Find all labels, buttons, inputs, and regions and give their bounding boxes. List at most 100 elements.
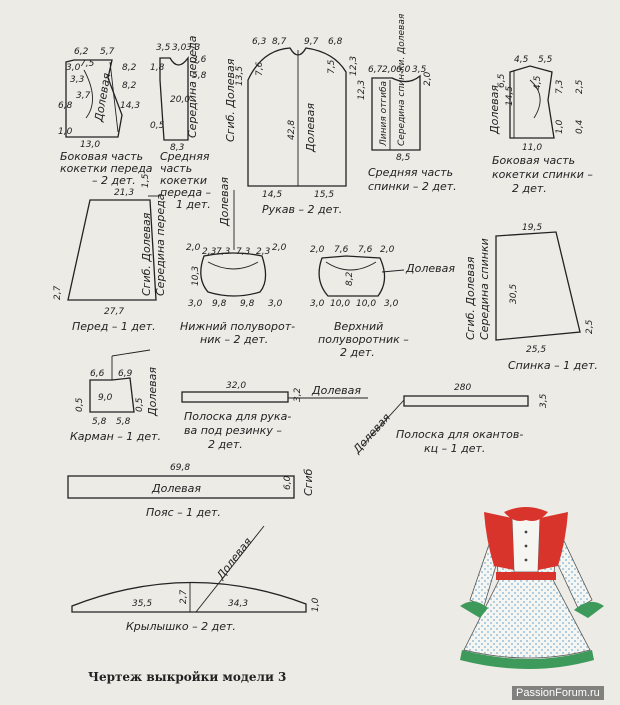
centre-label: Середина спинки xyxy=(478,238,491,340)
piece-label: Спинка – 1 дет. xyxy=(508,359,598,372)
piece-label: Боковая часть xyxy=(492,154,575,167)
grain-line xyxy=(109,61,119,133)
piece-label: Боковая часть xyxy=(60,150,143,163)
dim-label: 9,0 xyxy=(98,393,113,403)
piece-label: – 2 дет. xyxy=(92,174,136,187)
grain-pointer xyxy=(381,269,405,273)
dim-label: 6,8 xyxy=(328,37,343,47)
grain-line xyxy=(111,349,151,357)
dim-label: 13,5 xyxy=(235,66,245,86)
dim-label: 2,0 xyxy=(382,65,397,75)
dim-label: 3,0 xyxy=(268,299,283,309)
dim-label: 3,5 xyxy=(412,65,427,75)
piece-label: 2 дет. xyxy=(208,438,243,451)
grain-label: Долевая xyxy=(92,72,114,124)
dim-label: 7,5 xyxy=(80,59,95,69)
grain-label: Сгиб. Долевая xyxy=(140,212,153,296)
dim-label: 27,7 xyxy=(104,307,124,317)
dim-label: 2,3 xyxy=(202,247,217,257)
dim-label: 6,6 xyxy=(90,369,105,379)
dress-collar xyxy=(504,507,548,521)
dress-illustration xyxy=(460,507,604,669)
dim-label: 4,5 xyxy=(533,75,543,90)
dim-label: 6,9 xyxy=(118,369,133,379)
yoke-front-mid-outline xyxy=(159,55,189,141)
dim-label: 3,7 xyxy=(76,91,91,101)
dim-label: 1,0 xyxy=(555,119,565,134)
dim-label: 7,3 xyxy=(216,247,231,257)
collar-upper-neckline xyxy=(325,261,377,271)
piece-label: Перед – 1 дет. xyxy=(72,320,156,333)
dim-label: 8,2 xyxy=(122,81,137,91)
piece-label: 2 дет. xyxy=(512,182,547,195)
dim-label: 15,5 xyxy=(314,190,334,200)
dim-label: 2,0 xyxy=(272,243,287,253)
dim-label: 5,8 xyxy=(116,417,131,427)
dim-label: 2,0 xyxy=(310,245,325,255)
dim-label: 7,5 xyxy=(327,59,337,74)
piece-label: ник – 2 дет. xyxy=(200,333,268,346)
dim-label: 2,7 xyxy=(179,589,189,604)
dim-label: 5,8 xyxy=(192,71,207,81)
dim-label: 9,8 xyxy=(212,299,227,309)
yoke-back-mid-outline xyxy=(371,74,421,151)
dim-label: 34,3 xyxy=(228,599,248,609)
dim-label: 14,5 xyxy=(505,86,515,106)
dim-label: 3,0 xyxy=(188,299,203,309)
dim-label: 3,0 xyxy=(66,63,81,73)
dim-label: 1,8 xyxy=(150,63,165,73)
dim-label: 30,5 xyxy=(509,284,519,304)
belt-outline xyxy=(67,475,295,499)
fold-label: Сгиб xyxy=(302,468,315,496)
dim-label: 10,0 xyxy=(330,299,350,309)
grain-label: Долевая xyxy=(311,384,361,397)
dim-label: 7,6 xyxy=(358,245,373,255)
dress-left-frill xyxy=(484,512,514,570)
dim-label: 3,0 xyxy=(310,299,325,309)
dim-label: 6,0 xyxy=(396,65,411,75)
dim-label: 1,0 xyxy=(58,127,73,137)
frill-outline xyxy=(71,581,307,613)
dim-label: 280 xyxy=(454,383,471,393)
pocket-outline xyxy=(89,377,135,413)
dim-label: 0,5 xyxy=(150,121,165,131)
piece-label: кокетки xyxy=(160,174,207,187)
dim-label: 6,5 xyxy=(497,73,507,88)
dress-hem-trim xyxy=(460,650,594,669)
grain-label: Середина спин-ки. Долевая xyxy=(397,13,407,146)
dim-label: 3,0 xyxy=(384,299,399,309)
dim-label: 2,0 xyxy=(186,243,201,253)
piece-label: полуворотник – xyxy=(318,333,409,346)
piece-label: переда – xyxy=(160,186,212,199)
grain-line xyxy=(195,525,265,613)
dim-label: 0,5 xyxy=(75,397,85,412)
dim-label: 6,0 xyxy=(283,475,293,490)
belt-piece: 69,8 6,0 Сгиб Долевая Пояс – 1 дет. xyxy=(67,463,315,519)
dim-label: 7,6 xyxy=(334,245,349,255)
dim-label: 14,5 xyxy=(262,190,282,200)
frill-piece: Долевая 35,5 2,7 34,3 1,0 Крылышко – 2 д… xyxy=(71,525,321,633)
grain-label: Долевая xyxy=(146,367,159,417)
piece-label: 2 дет. xyxy=(340,346,375,359)
dim-label: 8,2 xyxy=(122,63,137,73)
dim-label: 19,5 xyxy=(522,223,542,233)
dim-label: 2,0 xyxy=(380,245,395,255)
piece-label: Рукав – 2 дет. xyxy=(262,203,342,216)
dim-label: 42,8 xyxy=(287,120,297,140)
watermark: PassionForum.ru xyxy=(512,686,604,700)
caption: Чертеж выкройки модели 3 xyxy=(88,670,287,684)
front-outline xyxy=(67,199,157,301)
dim-label: 13,0 xyxy=(80,140,100,150)
piece-label: Полоска для окантов- xyxy=(396,428,523,441)
piece-label: часть xyxy=(160,162,192,175)
dim-label: 14,3 xyxy=(120,101,140,111)
dim-label: 0,4 xyxy=(575,119,585,134)
dim-label: 8,3 xyxy=(170,143,185,153)
dim-label: 1,5 xyxy=(141,173,151,188)
yoke-front-side-outline xyxy=(65,59,123,138)
collar-under-piece: Долевая 2,0 2,3 7,3 7,3 2,3 2,0 10,3 3,0… xyxy=(180,177,295,346)
dim-label: 3,6 xyxy=(192,55,207,65)
piece-label: 1 дет. xyxy=(176,198,211,211)
dress-button xyxy=(524,558,528,562)
dim-label: 8,2 xyxy=(345,271,355,286)
